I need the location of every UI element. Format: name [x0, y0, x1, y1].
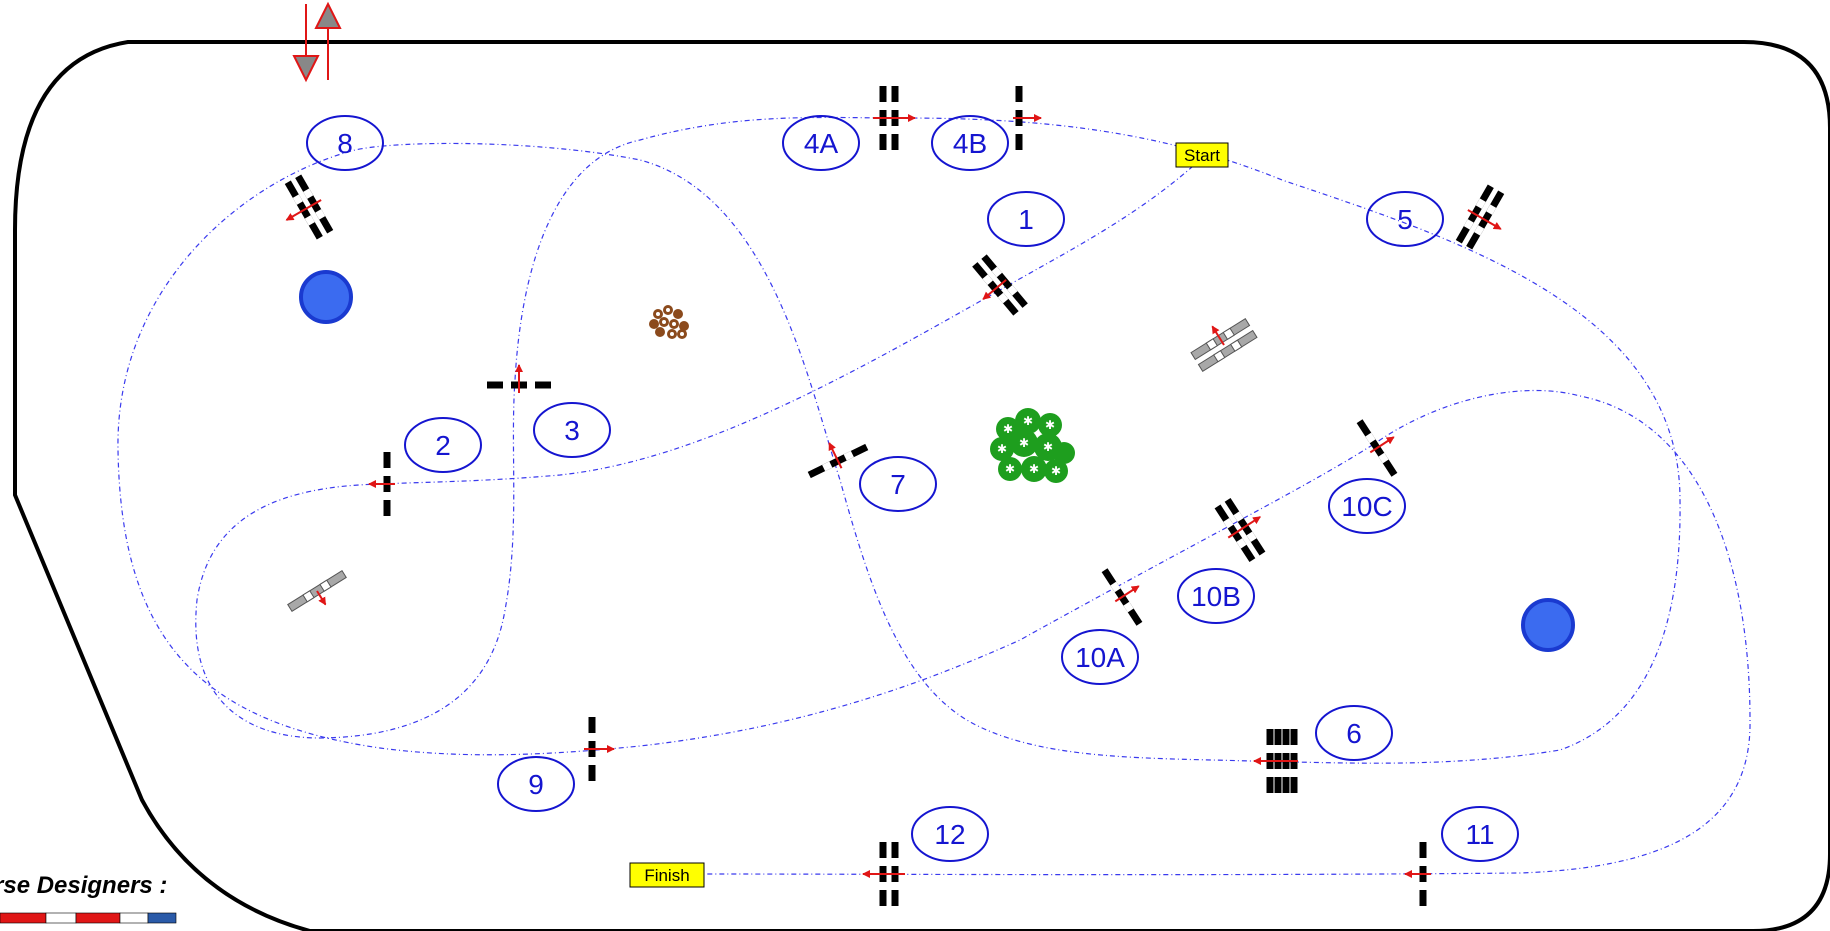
- jump-number-label: 4B: [953, 128, 987, 159]
- jump-number-12: 12: [911, 806, 989, 862]
- jump-number-2: 2: [404, 417, 482, 473]
- fence-11: [1404, 842, 1431, 906]
- jump-number-4b: 4B: [931, 115, 1009, 171]
- svg-text:✱: ✱: [1005, 462, 1015, 476]
- jump-number-5: 5: [1366, 191, 1444, 247]
- flower-bed-icon: [649, 305, 689, 339]
- jump-number-7: 7: [859, 456, 937, 512]
- jump-number-label: 9: [528, 769, 544, 800]
- jump-number-8: 8: [306, 115, 384, 171]
- fence-1: [972, 254, 1028, 316]
- entry-exit-arrows-icon: [292, 1, 342, 83]
- fence-10b: [1214, 497, 1266, 563]
- jump-number-label: 10A: [1075, 642, 1125, 673]
- fence-2: [368, 452, 395, 516]
- svg-text:✱: ✱: [997, 442, 1007, 456]
- svg-text:✱: ✱: [1023, 414, 1033, 428]
- fence-4b: [1013, 86, 1042, 150]
- jump-number-label: 1: [1018, 204, 1034, 235]
- jump-number-label: 7: [890, 469, 906, 500]
- fence-3: [487, 364, 551, 393]
- fence-10a: [1101, 568, 1143, 626]
- fence-5: [1455, 184, 1505, 250]
- jump-number-3: 3: [533, 402, 611, 458]
- jump-number-label: 5: [1397, 204, 1413, 235]
- fence-4a: [873, 86, 916, 150]
- svg-text:✱: ✱: [1051, 464, 1061, 478]
- jump-number-label: 4A: [804, 128, 839, 159]
- blue-circle-marker-icon: [299, 270, 353, 324]
- jump-number-label: 3: [564, 415, 580, 446]
- start-label: Start: [1184, 146, 1220, 165]
- start-marker: Start: [1175, 142, 1229, 168]
- jump-number-10c: 10C: [1328, 478, 1406, 534]
- jump-number-label: 12: [934, 819, 965, 850]
- jump-number-9: 9: [497, 756, 575, 812]
- fence-12: [862, 842, 905, 906]
- svg-text:✱: ✱: [1019, 436, 1029, 450]
- fence-7: [807, 442, 869, 479]
- jump-number-label: 11: [1465, 819, 1494, 850]
- ground-pole-right: [1190, 318, 1258, 372]
- svg-text:✱: ✱: [1043, 440, 1053, 454]
- svg-text:✱: ✱: [1003, 422, 1013, 436]
- jump-number-10a: 10A: [1061, 629, 1139, 685]
- jump-number-1: 1: [987, 191, 1065, 247]
- ground-pole-left: [287, 570, 347, 612]
- finish-label: Finish: [644, 866, 689, 885]
- jump-number-label: 6: [1346, 718, 1362, 749]
- jump-number-label: 2: [435, 430, 451, 461]
- jump-number-6: 6: [1315, 705, 1393, 761]
- jump-number-4a: 4A: [782, 115, 860, 171]
- jump-number-label: 10C: [1341, 491, 1392, 522]
- jump-number-label: 8: [337, 128, 353, 159]
- svg-text:✱: ✱: [1045, 418, 1055, 432]
- jump-number-label: 10B: [1191, 581, 1241, 612]
- arena-boundary: [13, 40, 1830, 931]
- course-designers-label: rse Designers :: [0, 872, 168, 899]
- tree-icon: ✱ ✱ ✱ ✱ ✱ ✱ ✱ ✱ ✱: [990, 408, 1075, 483]
- finish-marker: Finish: [629, 862, 705, 888]
- fence-10c: [1356, 419, 1398, 477]
- blue-circle-marker-icon: [1521, 598, 1575, 652]
- designers-colour-bar: [0, 912, 177, 924]
- svg-text:✱: ✱: [1029, 462, 1039, 476]
- fence-8: [284, 174, 334, 240]
- fence-9: [584, 717, 615, 781]
- fence-6: [1253, 729, 1298, 793]
- course-path: [117, 116, 1751, 876]
- jump-number-11: 11: [1441, 806, 1519, 862]
- jump-number-10b: 10B: [1177, 568, 1255, 624]
